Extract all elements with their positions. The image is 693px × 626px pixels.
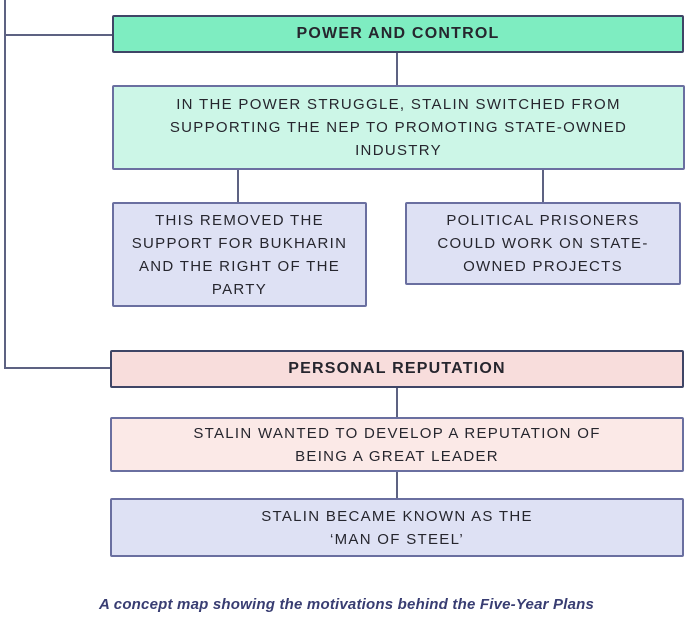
connector-power-to-detail: [396, 53, 398, 85]
text-line: STALIN WANTED TO DEVELOP A REPUTATION OF: [193, 424, 601, 442]
connector-detail-to-bukharin: [237, 170, 239, 202]
trunk-vertical-line: [4, 0, 6, 369]
text-line: BEING A GREAT LEADER: [295, 447, 499, 465]
power-and-control-header-box: POWER AND CONTROL: [112, 15, 684, 53]
connector-detail-to-prisoners: [542, 170, 544, 202]
connector-detail-to-man-of-steel: [396, 472, 398, 498]
text-line: ‘MAN OF STEEL’: [329, 530, 465, 548]
reputation-detail-box: STALIN WANTED TO DEVELOP A REPUTATION OF…: [110, 417, 684, 472]
text-line: SUPPORT FOR BUKHARIN: [131, 234, 348, 252]
text-line: SUPPORTING THE NEP TO PROMOTING STATE-OW…: [169, 119, 628, 136]
text-line: IN THE POWER STRUGGLE, STALIN SWITCHED F…: [176, 96, 621, 113]
text-line: STALIN BECAME KNOWN AS THE: [261, 507, 533, 525]
man-of-steel-box: STALIN BECAME KNOWN AS THE ‘MAN OF STEEL…: [110, 498, 684, 557]
power-detail-box: IN THE POWER STRUGGLE, STALIN SWITCHED F…: [112, 85, 685, 170]
connector-reputation-to-detail: [396, 388, 398, 417]
branch-line-to-reputation-header: [4, 367, 110, 369]
text-line: PARTY: [211, 280, 268, 298]
text-line: OWNED PROJECTS: [463, 258, 623, 275]
text-line: COULD WORK ON STATE-: [437, 235, 649, 252]
bukharin-support-box: THIS REMOVED THE SUPPORT FOR BUKHARIN AN…: [112, 202, 367, 307]
figure-caption: A concept map showing the motivations be…: [98, 596, 595, 613]
text-line: THIS REMOVED THE: [155, 211, 324, 229]
header-label: POWER AND CONTROL: [296, 25, 500, 42]
text-line: INDUSTRY: [355, 142, 442, 159]
text-line: AND THE RIGHT OF THE: [138, 257, 341, 275]
text-line: POLITICAL PRISONERS: [446, 212, 640, 229]
personal-reputation-header-box: PERSONAL REPUTATION: [110, 350, 684, 388]
header-label: PERSONAL REPUTATION: [288, 360, 506, 377]
political-prisoners-box: POLITICAL PRISONERS COULD WORK ON STATE-…: [405, 202, 681, 285]
branch-line-to-power-header: [4, 34, 112, 36]
